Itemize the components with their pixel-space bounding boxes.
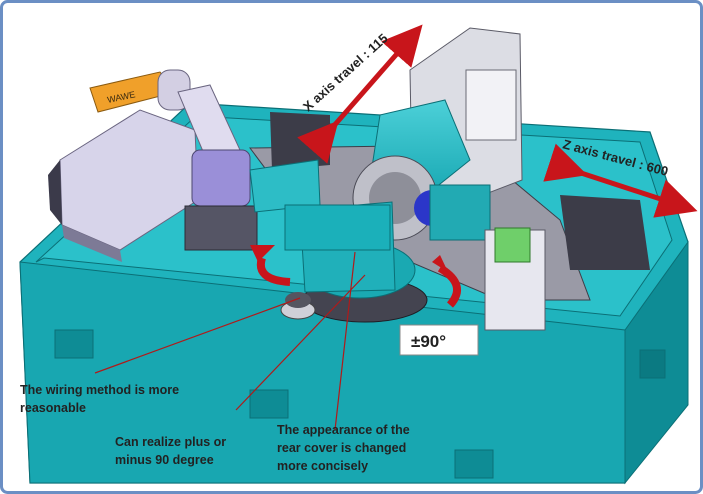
wiring-note: The wiring method is more reasonable: [20, 383, 179, 415]
wiring-note-line-1: The wiring method is more: [20, 383, 179, 397]
rotation-arrow-right: [437, 264, 462, 308]
robot-arm: [89, 69, 258, 251]
rotation-arrow-right-head: [432, 255, 448, 272]
tailstock: [484, 227, 546, 331]
x-axis-arrow: [297, 24, 423, 164]
wiring-leader: [94, 297, 301, 374]
cover-note-line-1: The appearance of the: [277, 423, 410, 437]
wiring-note-line-2: reasonable: [20, 401, 86, 415]
coupling-part: [280, 292, 316, 320]
rotation-label: ±90°: [411, 332, 446, 351]
cover-note: The appearance of the rear cover is chan…: [277, 423, 410, 473]
rotary-workhead: [249, 159, 428, 323]
cover-note-line-3: more concisely: [277, 459, 368, 473]
rotation-arrow-left: [256, 256, 291, 286]
rotation-note-line-2: minus 90 degree: [115, 453, 214, 467]
cover-leader: [334, 251, 356, 431]
rotation-label-box: [399, 324, 479, 356]
rotation-note: Can realize plus or minus 90 degree: [115, 435, 226, 467]
rotation-leader: [235, 274, 366, 411]
cover-note-line-2: rear cover is changed: [277, 441, 406, 455]
left-hood: [48, 109, 199, 262]
rotation-note-line-1: Can realize plus or: [115, 435, 226, 449]
rotation-arrow-left-head: [250, 245, 275, 262]
z-axis-arrow: [543, 143, 698, 218]
